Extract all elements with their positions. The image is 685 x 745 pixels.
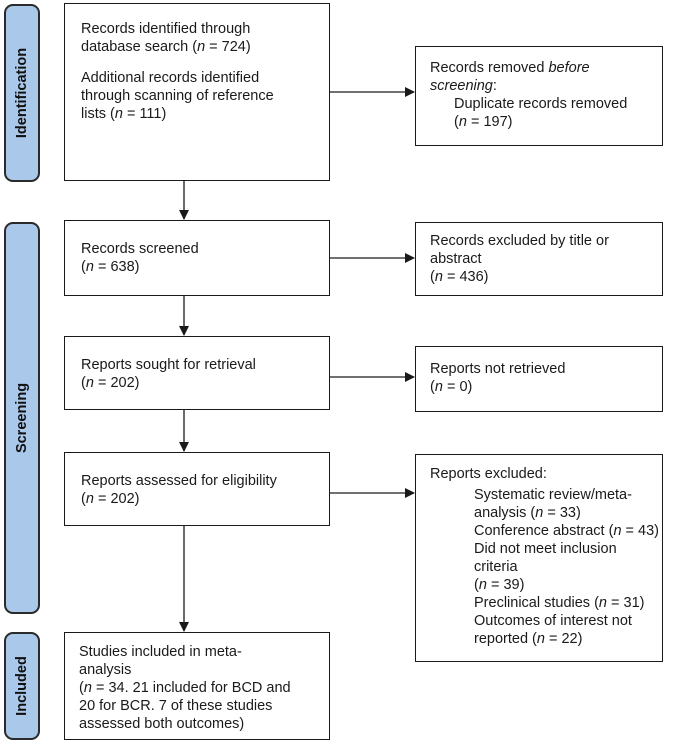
identified-db-line2: database search (n = 724): [81, 39, 251, 55]
records-screened-box: Records screened (n = 638): [64, 220, 330, 296]
records-identified-box: Records identified through database sear…: [64, 3, 330, 181]
reason-inclusion-criteria-line2: (n = 39): [474, 577, 525, 593]
assessed-line1: Reports assessed for eligibility: [81, 473, 277, 489]
included-line2: analysis: [79, 662, 132, 678]
not-retrieved-line2: (n = 0): [430, 379, 473, 395]
assessed-line2: (n = 202): [81, 491, 140, 507]
reason-conference-abstract: Conference abstract (n = 43): [474, 523, 659, 539]
excluded-title-line3: (n = 436): [430, 269, 489, 285]
excluded-title-line2: abstract: [430, 251, 482, 267]
not-retrieved-line1: Reports not retrieved: [430, 361, 566, 377]
screened-line2: (n = 638): [81, 259, 140, 275]
reports-excluded-box: Reports excluded: Systematic review/meta…: [415, 454, 663, 662]
reports-excluded-title: Reports excluded:: [430, 466, 547, 482]
reason-inclusion-criteria-line1: Did not meet inclusion criteria: [474, 541, 617, 575]
removed-line1: Records removed before: [430, 60, 590, 76]
screened-line1: Records screened: [81, 241, 199, 257]
phase-included-bar: Included: [4, 632, 40, 740]
removed-line4: (n = 197): [454, 114, 513, 130]
records-excluded-title-box: Records excluded by title or abstract (n…: [415, 222, 663, 296]
records-removed-box: Records removed before screening: Duplic…: [415, 46, 663, 146]
included-line1: Studies included in meta-: [79, 644, 242, 660]
phase-identification-bar: Identification: [4, 4, 40, 182]
included-line3: (n = 34. 21 included for BCD and: [79, 680, 291, 696]
phase-screening-bar: Screening: [4, 222, 40, 614]
sought-line2: (n = 202): [81, 375, 140, 391]
studies-included-box: Studies included in meta- analysis (n = …: [64, 632, 330, 740]
reason-systematic-review-line2: analysis (n = 33): [474, 505, 581, 521]
removed-line2: screening:: [430, 78, 497, 94]
reason-outcomes-line2: reported (n = 22): [474, 631, 583, 647]
reports-sought-box: Reports sought for retrieval (n = 202): [64, 336, 330, 410]
removed-line3: Duplicate records removed: [454, 96, 628, 112]
identified-db-line1: Records identified through: [81, 21, 251, 37]
reason-outcomes-line1: Outcomes of interest not: [474, 613, 632, 629]
identified-add-line1: Additional records identified: [81, 70, 260, 86]
identified-add-line3: lists (n = 111): [81, 106, 167, 122]
identified-add-line2: through scanning of reference: [81, 88, 274, 104]
reports-not-retrieved-box: Reports not retrieved (n = 0): [415, 346, 663, 412]
excluded-title-line1: Records excluded by title or: [430, 233, 609, 249]
sought-line1: Reports sought for retrieval: [81, 357, 256, 373]
reason-preclinical: Preclinical studies (n = 31): [474, 595, 645, 611]
reason-systematic-review-line1: Systematic review/meta-: [474, 487, 632, 503]
included-line4: 20 for BCR. 7 of these studies: [79, 698, 273, 714]
included-line5: assessed both outcomes): [79, 716, 245, 732]
reports-assessed-box: Reports assessed for eligibility (n = 20…: [64, 452, 330, 526]
